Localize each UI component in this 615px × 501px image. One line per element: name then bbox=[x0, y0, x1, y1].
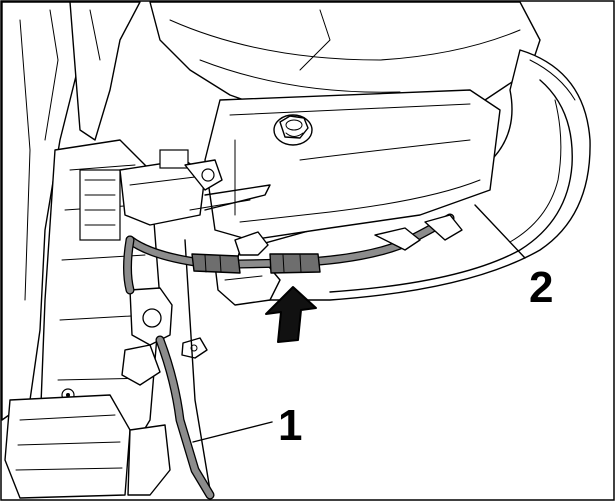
pulley bbox=[4, 394, 171, 499]
up-arrow-icon bbox=[265, 286, 317, 343]
callout-1: 1 bbox=[278, 401, 302, 450]
ground-terminal bbox=[121, 287, 173, 386]
leader-line-1 bbox=[192, 421, 273, 443]
cable-tape bbox=[191, 253, 321, 274]
connector-block bbox=[119, 149, 271, 226]
wire-clip bbox=[181, 337, 208, 359]
harness-clip bbox=[234, 214, 463, 256]
leader-line-2 bbox=[474, 204, 526, 259]
bolt-icon bbox=[273, 114, 313, 146]
engine-component bbox=[39, 139, 161, 481]
ground-cable bbox=[123, 213, 455, 500]
callout-leaders bbox=[192, 204, 526, 443]
firewall-edge bbox=[184, 239, 211, 491]
callout-2: 2 bbox=[529, 263, 553, 312]
